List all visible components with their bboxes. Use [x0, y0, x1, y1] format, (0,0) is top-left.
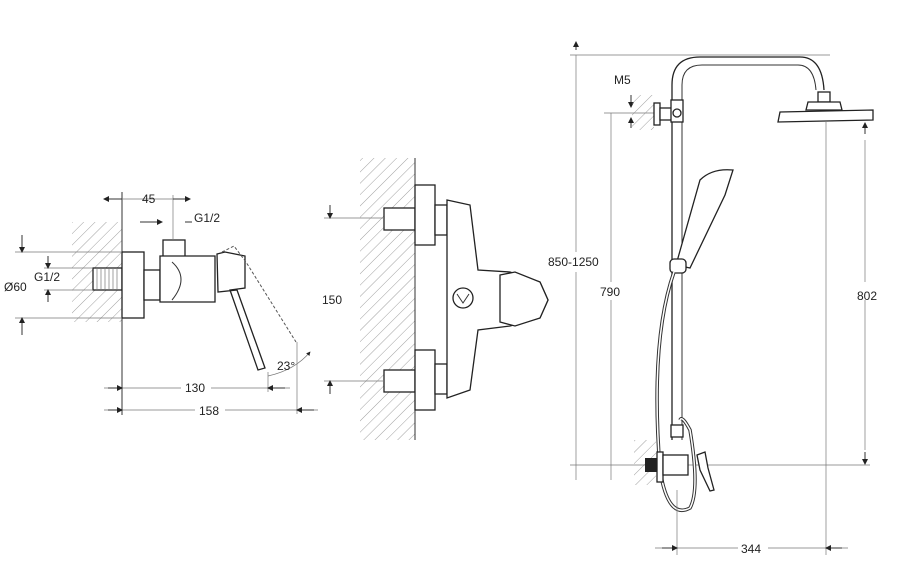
mixer-body	[159, 255, 216, 303]
dim-height-range: 850-1250	[548, 255, 599, 269]
shower-pipe	[671, 56, 825, 440]
top-view-mixer: 150	[322, 158, 549, 440]
dim-bracket-height: 790	[600, 285, 620, 299]
diverter	[452, 287, 474, 309]
lever-handle	[499, 271, 549, 327]
dim-m5: M5	[614, 73, 631, 87]
nut	[143, 269, 161, 301]
mixer	[662, 454, 689, 476]
dim-lever-angle: 23°	[277, 359, 295, 373]
dim-flange-diameter: Ø60	[4, 280, 27, 294]
dim-158: 158	[199, 404, 219, 418]
dim-head-height: 802	[857, 289, 877, 303]
shower-system-view: 850-1250 790 M5 802	[548, 41, 877, 556]
dim-arm-reach: 344	[741, 542, 761, 556]
shower-head	[777, 109, 874, 123]
dim-130: 130	[185, 381, 205, 395]
dim-150: 150	[322, 293, 342, 307]
wall-hatch	[360, 158, 415, 440]
dim-thread-side: G1/2	[34, 270, 60, 284]
wall-flange	[121, 251, 145, 319]
dim-45: 45	[142, 192, 156, 206]
side-view-mixer: 45 G1/2 Ø60 G1/2 23° 130 158	[4, 192, 318, 418]
dim-thread-top: G1/2	[194, 211, 220, 225]
hand-shower	[675, 169, 734, 269]
lever-handle	[216, 251, 266, 371]
